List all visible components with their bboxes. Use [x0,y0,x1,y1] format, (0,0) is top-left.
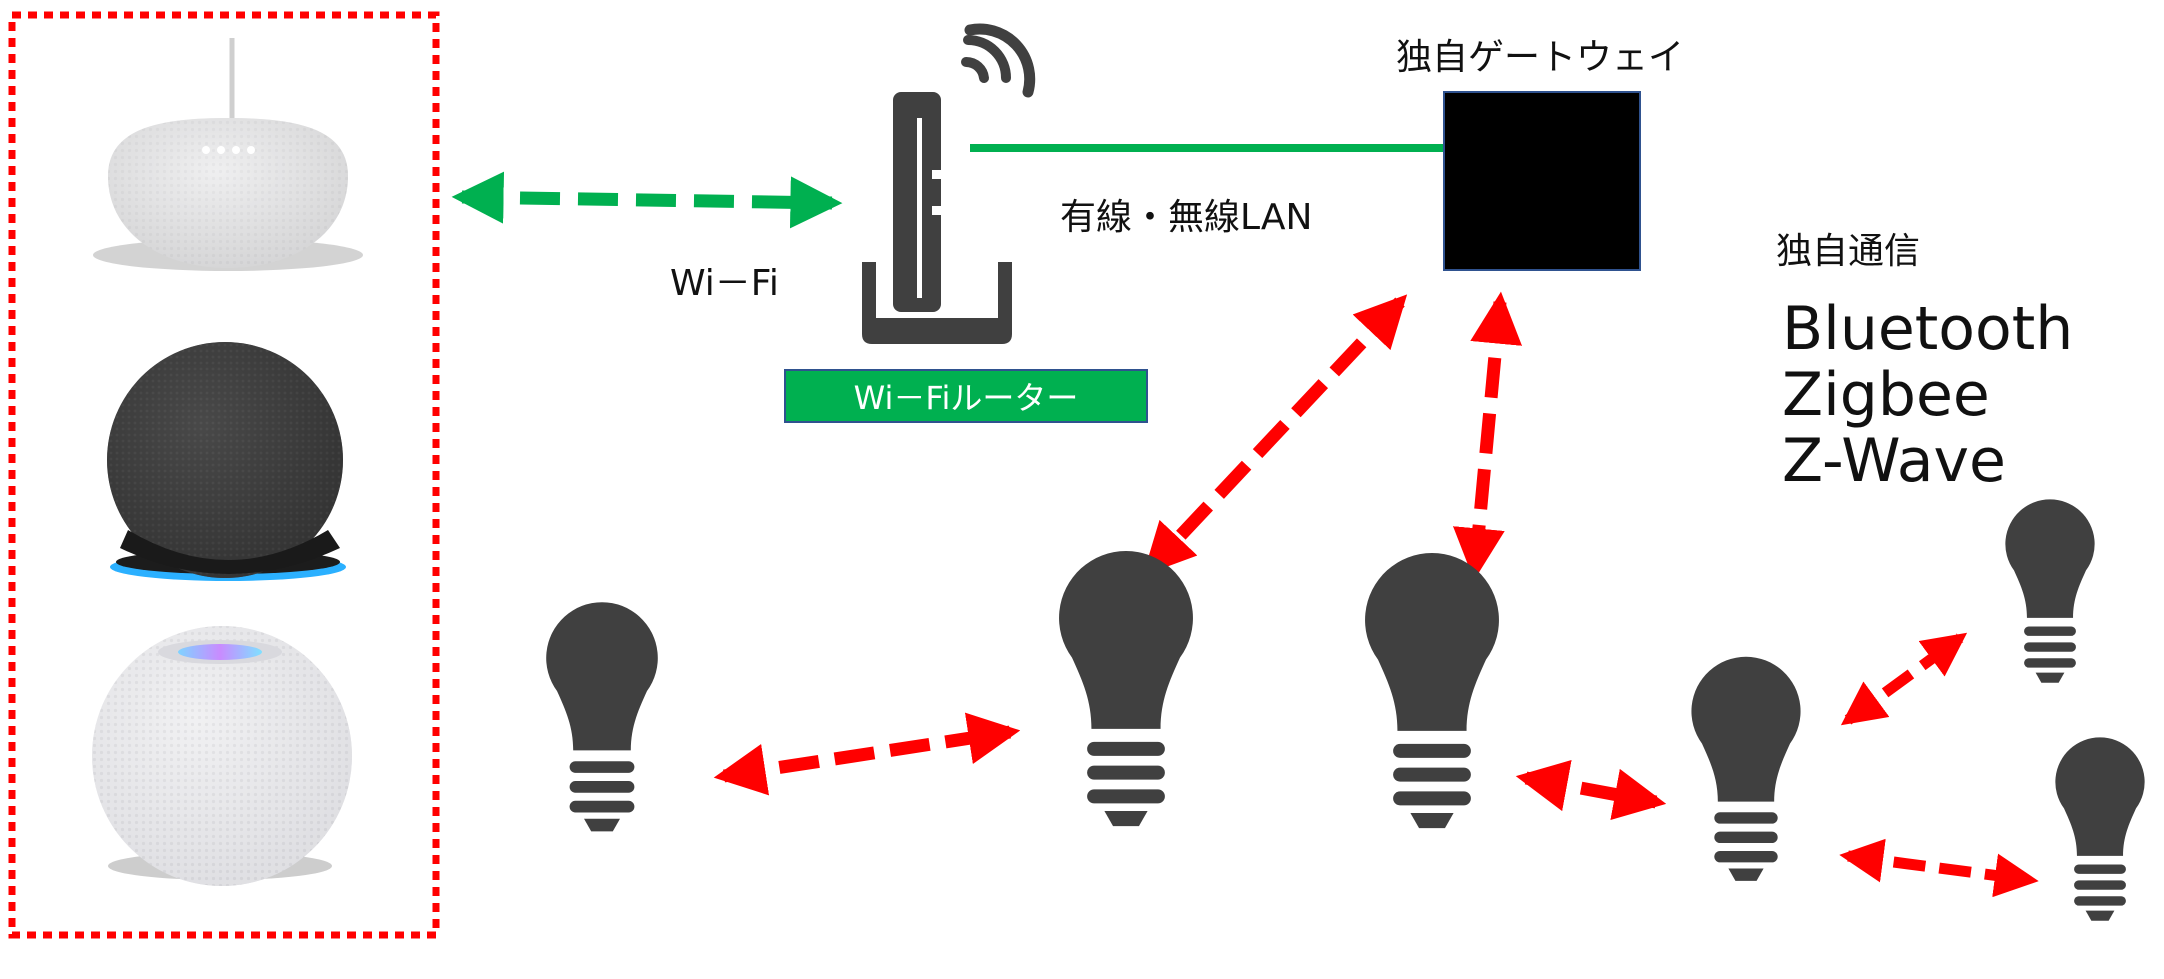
bulb1-to-bulb2-arrow [713,712,1021,796]
proprietary-comm-label: 独自通信 [1776,231,1921,272]
light-bulb-2 [1059,551,1193,827]
smart-speaker-group-border [8,11,440,939]
router-label-badge: Wi－Fiルーター [784,369,1148,423]
wifi-link-arrow [451,171,843,229]
light-bulb-6 [2055,737,2145,921]
bulb3-to-bulb4-arrow [1515,759,1667,821]
gateway-label: 独自ゲートウェイ [1396,37,1685,78]
wifi-router-icon [862,23,1036,344]
light-bulb-1 [546,602,658,832]
wifi-label: Wi－Fi [670,263,779,304]
proprietary-links [713,291,2039,898]
gateway-to-bulb2-arrow [1142,294,1408,576]
google-nest-mini-speaker-icon [93,38,363,271]
protocol-zwave: Z-Wave [1782,426,2006,496]
bulb4-to-bulb6-arrow [1839,838,2039,898]
router-label: Wi－Fiルーター [853,379,1079,417]
homepod-mini-speaker-icon [92,626,352,886]
bulb4-to-bulb5-arrow [1840,632,1968,726]
light-bulb-3 [1365,553,1499,829]
light-bulb-5 [2005,499,2095,683]
lan-label: 有線・無線LAN [1060,197,1313,238]
amazon-echo-dot-speaker-icon [107,342,346,581]
light-bulb-4 [1691,656,1801,881]
gateway-box-icon [1443,91,1641,271]
protocol-bluetooth: Bluetooth [1782,294,2074,364]
gateway-to-bulb3-arrow [1452,291,1523,581]
protocol-zigbee: Zigbee [1782,360,1990,430]
